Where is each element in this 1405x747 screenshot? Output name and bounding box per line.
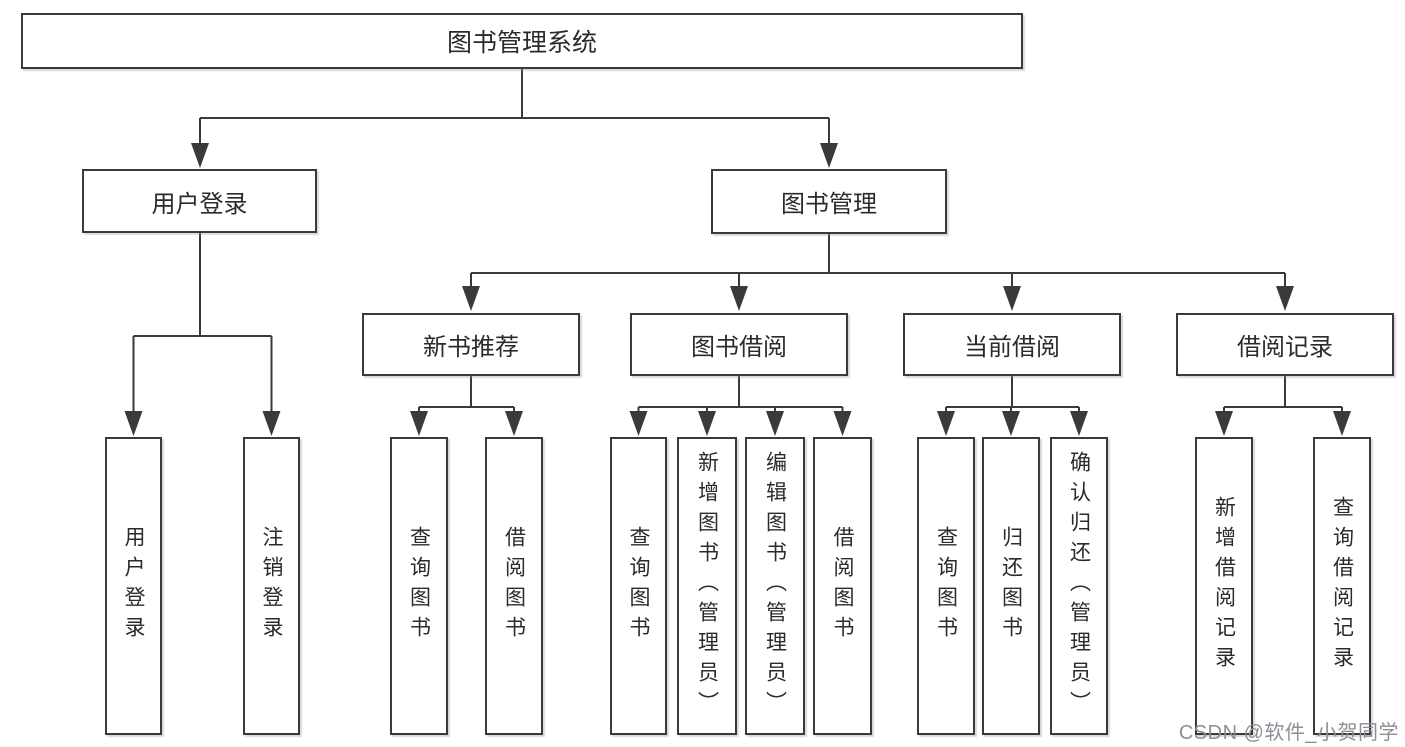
leaf-cb-return-book: 归还图书 bbox=[982, 437, 1040, 735]
node-borrow-records: 借阅记录 bbox=[1176, 313, 1394, 376]
node-book-borrowing: 图书借阅 bbox=[630, 313, 848, 376]
csdn-watermark: CSDN @软件_小贺同学 bbox=[1178, 722, 1399, 744]
node-current-borrowing: 当前借阅 bbox=[903, 313, 1121, 376]
leaf-br-add-record: 新增借阅记录 bbox=[1195, 437, 1253, 735]
connector-arrowheads bbox=[124, 143, 1351, 436]
leaf-cb-query-books: 查询图书 bbox=[917, 437, 975, 735]
leaf-bb-edit-book-admin: 编辑图书（管理员） bbox=[745, 437, 805, 735]
leaf-nb-borrow-books: 借阅图书 bbox=[485, 437, 543, 735]
leaf-bb-add-book-admin: 新增图书（管理员） bbox=[677, 437, 737, 735]
node-user-login: 用户登录 bbox=[82, 169, 317, 233]
connector-lines bbox=[132, 69, 1343, 414]
leaf-nb-query-books: 查询图书 bbox=[390, 437, 448, 735]
leaf-bb-borrow-books: 借阅图书 bbox=[813, 437, 872, 735]
leaf-cb-confirm-return-admin: 确认归还（管理员） bbox=[1050, 437, 1108, 735]
node-new-book-recommend: 新书推荐 bbox=[362, 313, 580, 376]
leaf-user-login: 用户登录 bbox=[105, 437, 162, 735]
leaf-br-query-record: 查询借阅记录 bbox=[1313, 437, 1371, 735]
node-book-management: 图书管理 bbox=[711, 169, 947, 234]
leaf-bb-query-books: 查询图书 bbox=[610, 437, 667, 735]
node-library-system: 图书管理系统 bbox=[21, 13, 1023, 69]
leaf-logout: 注销登录 bbox=[243, 437, 300, 735]
